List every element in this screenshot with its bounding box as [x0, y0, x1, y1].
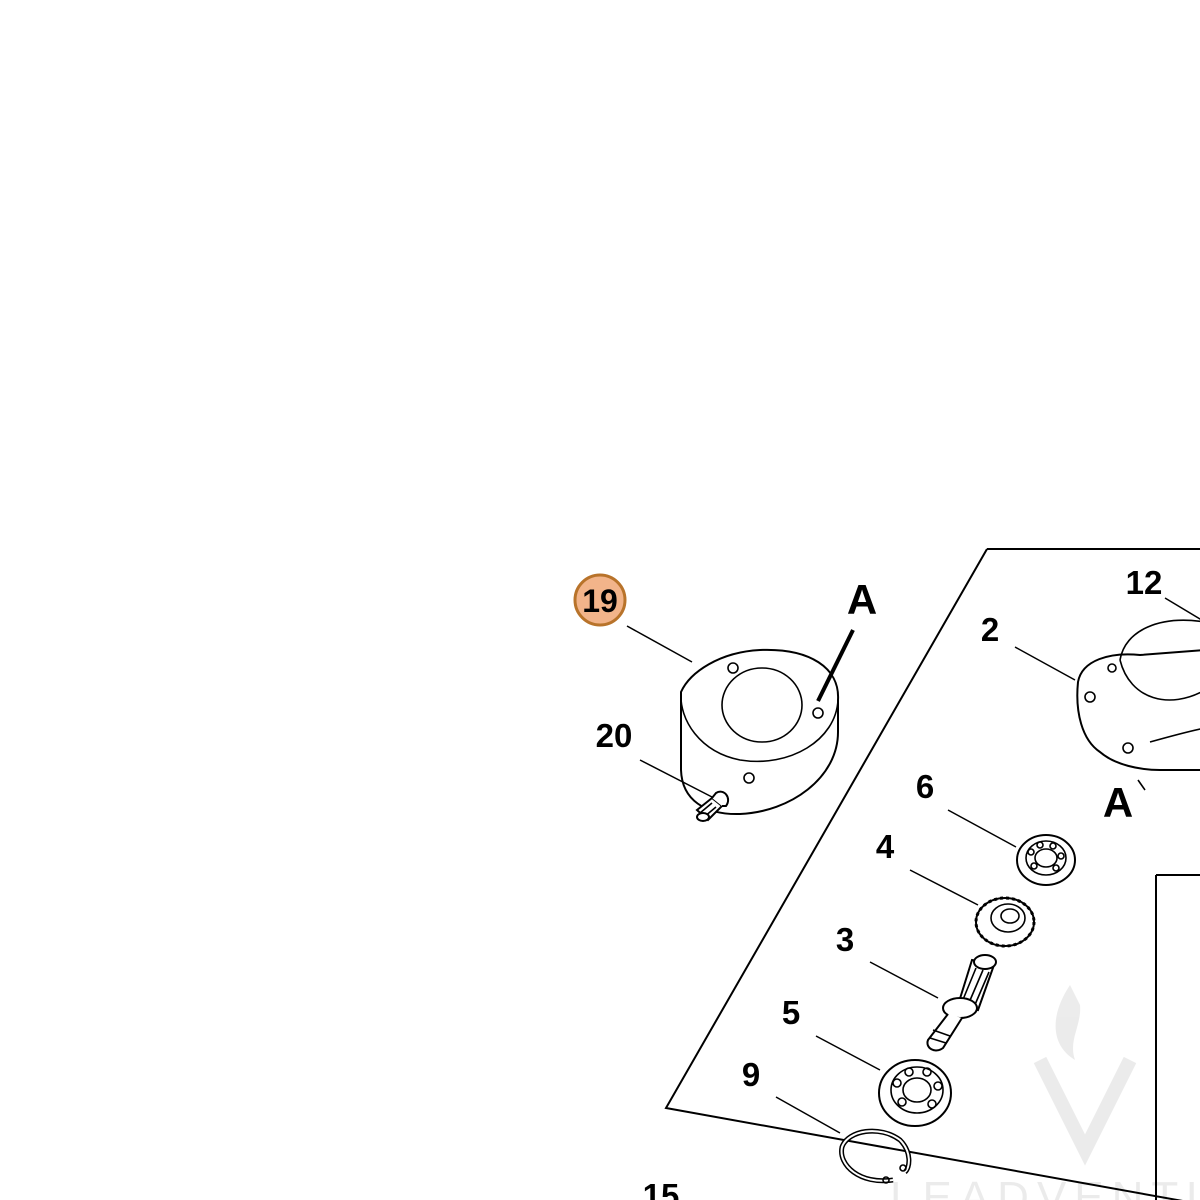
callout-12[interactable]: 12	[1126, 564, 1163, 601]
callout-4[interactable]: 4	[876, 828, 895, 865]
screw-part-20[interactable]	[695, 790, 730, 822]
callout-5[interactable]: 5	[782, 994, 800, 1031]
callout-2[interactable]: 2	[981, 611, 999, 648]
callout-19-highlighted[interactable]: 19	[573, 573, 627, 627]
bearing-part-6[interactable]	[1016, 834, 1076, 886]
bevel-gear-part-4[interactable]	[974, 896, 1036, 948]
leader-lines	[626, 597, 1200, 1134]
callout-20[interactable]: 20	[596, 717, 633, 754]
marker-a-top: A	[847, 576, 877, 623]
callout-19-label: 19	[582, 583, 618, 619]
circlip-part-9[interactable]	[839, 1128, 912, 1184]
callout-3[interactable]: 3	[836, 921, 854, 958]
marker-a-right: A	[1103, 779, 1133, 826]
callout-6[interactable]: 6	[916, 768, 934, 805]
callout-9[interactable]: 9	[742, 1056, 760, 1093]
assembly-frame	[664, 548, 1200, 1200]
gear-housing-part-2[interactable]	[1076, 619, 1200, 791]
pinion-shaft-part-3[interactable]	[926, 954, 997, 1052]
callout-15[interactable]: 15	[643, 1177, 680, 1200]
bearing-part-5[interactable]	[878, 1059, 952, 1127]
cover-plate-part-19[interactable]	[680, 648, 840, 816]
